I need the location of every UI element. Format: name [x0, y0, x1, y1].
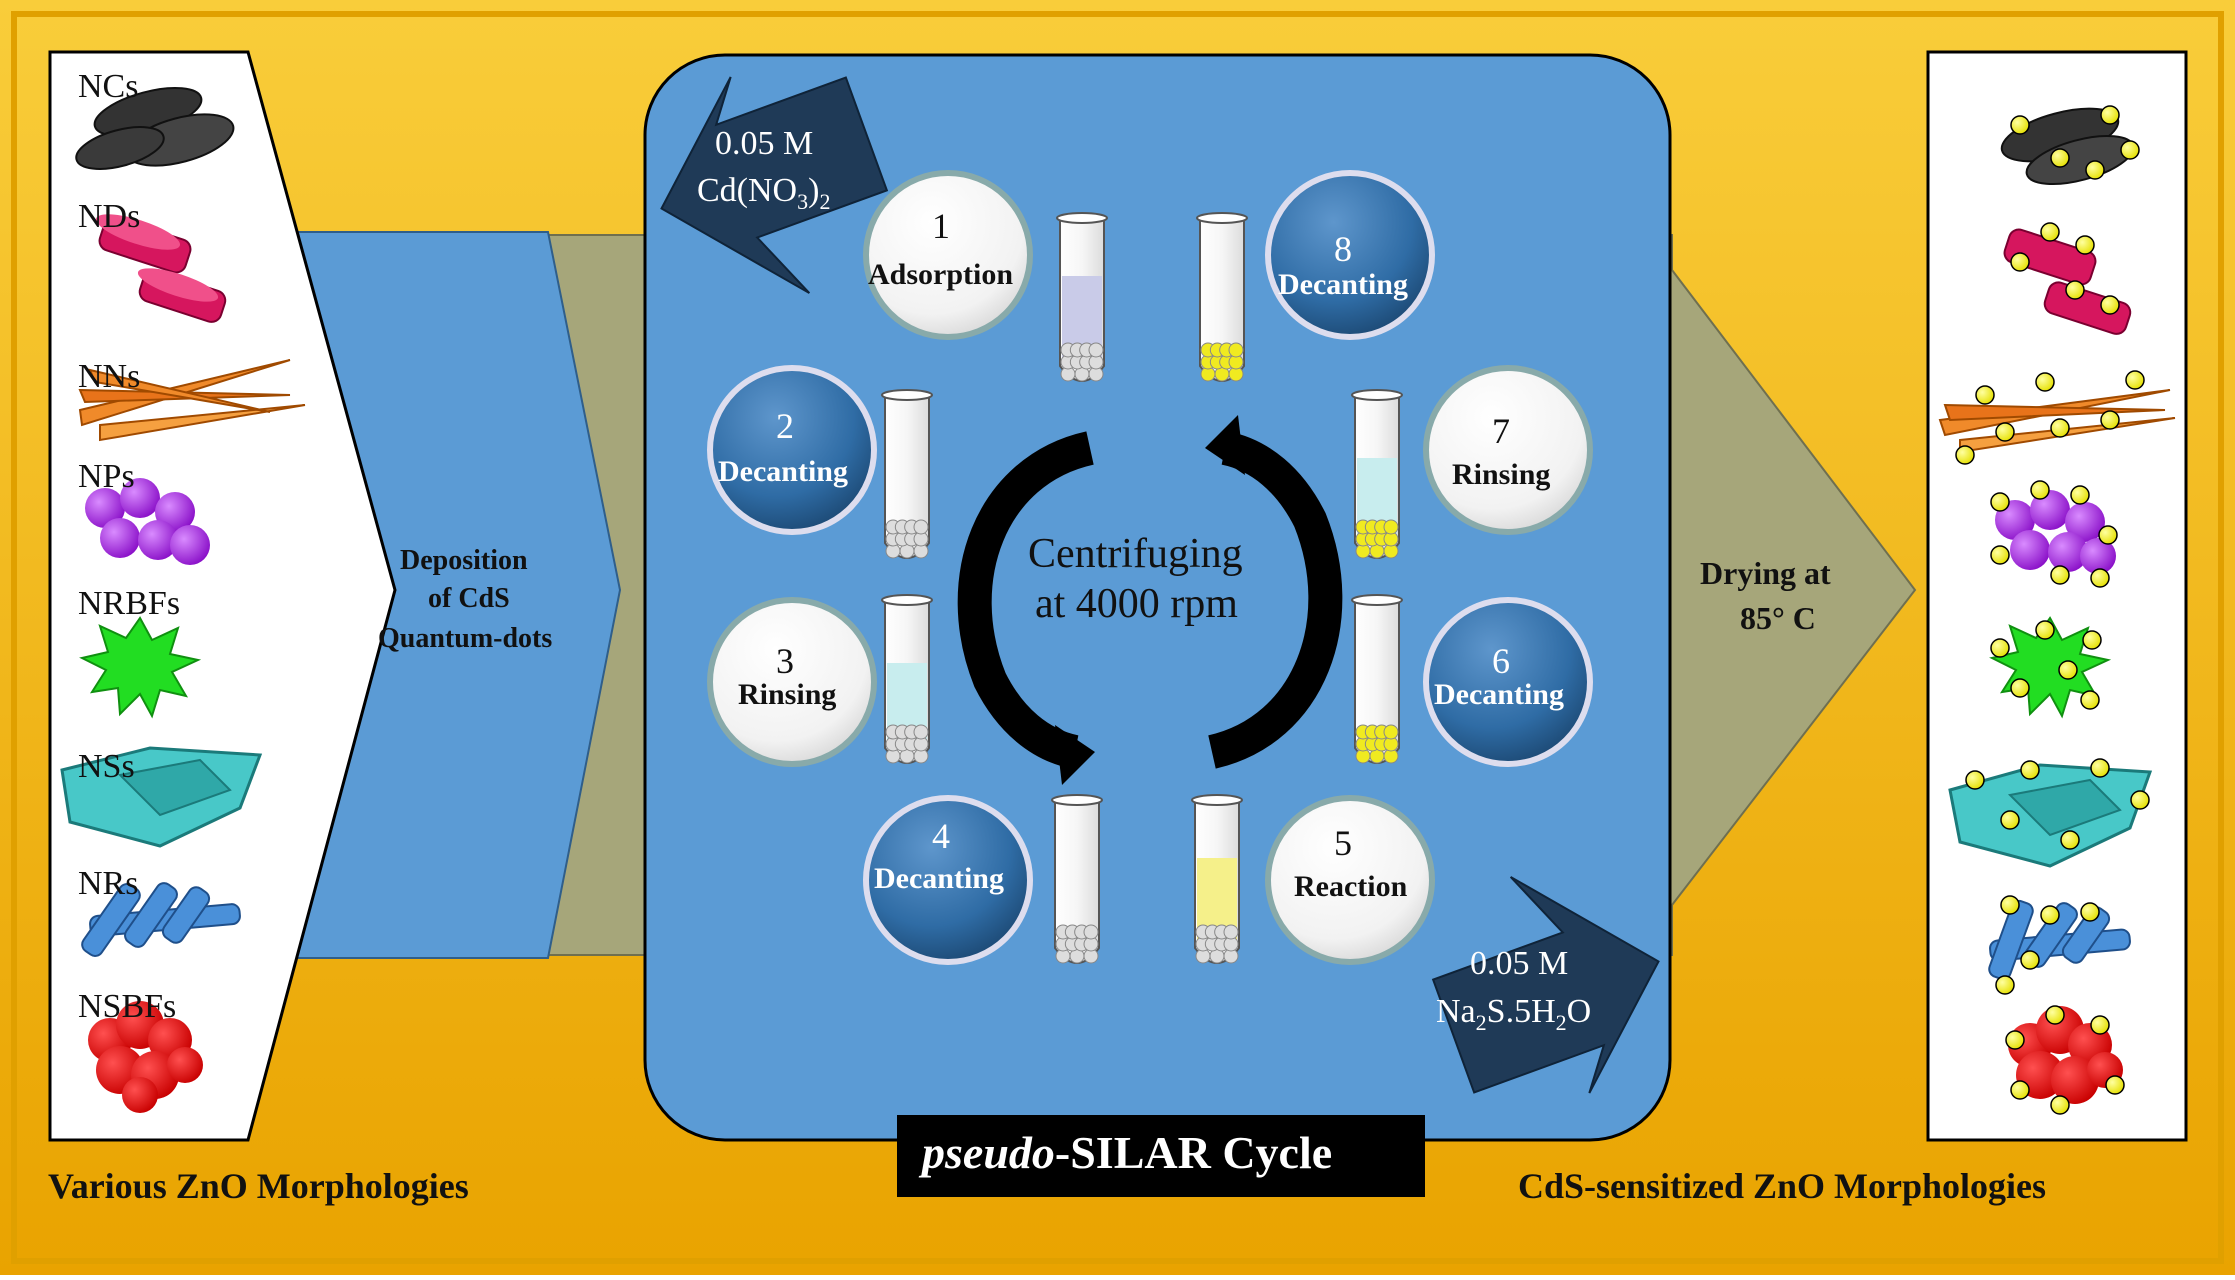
morph-label-nds: NDs: [78, 198, 141, 235]
nanodiscs-icon: [95, 214, 227, 323]
cycle-title: pseudo-SILAR Cycle: [922, 1127, 1333, 1178]
tube-step-6: [1351, 594, 1403, 764]
tube-step-2: [881, 389, 933, 559]
morph-label-nrbfs: NRBFs: [78, 585, 181, 622]
step-7-number: 7: [1492, 411, 1510, 451]
cds-nanoparticles-icon: [1990, 480, 2118, 588]
drying-line2: 85° C: [1740, 600, 1816, 636]
step-8: [1265, 170, 1435, 340]
centrifuging-line1: Centrifuging: [1028, 531, 1243, 577]
step-5-number: 5: [1334, 823, 1352, 863]
nanorods-icon: [81, 882, 241, 957]
cycle-arrows: [957, 415, 1343, 785]
cds-nanoneedles-icon: [1938, 370, 2176, 465]
nanoparticles-icon: [85, 478, 210, 565]
step-3-label: Rinsing: [738, 678, 837, 711]
tube-step-4: [1051, 794, 1103, 964]
step-4: [863, 795, 1033, 965]
step-2: [707, 365, 877, 535]
tube-step-1: [1056, 212, 1108, 382]
deposition-line1: Deposition: [400, 545, 528, 576]
step-8-label: Decanting: [1278, 268, 1408, 301]
nanosheets-icon: [60, 746, 263, 848]
cds-nanorods-icon: [1988, 895, 2131, 995]
tube-step-8: [1196, 212, 1248, 382]
reagent-out-arrow: [1431, 876, 1660, 1094]
step-6-label: Decanting: [1434, 678, 1564, 711]
step-1: [863, 170, 1033, 340]
step-4-label: Decanting: [874, 862, 1004, 895]
deposition-line3: Quantum-dots: [378, 623, 553, 654]
cds-nanodiscs-icon: [2003, 222, 2132, 335]
nanocubes-icon: [75, 87, 235, 170]
reagent-in-arrow: [660, 76, 889, 294]
step-4-number: 4: [932, 816, 950, 856]
morph-label-nsbfs: NSBFs: [78, 988, 177, 1025]
drying-line1: Drying at: [1700, 555, 1831, 591]
step-2-number: 2: [776, 406, 794, 446]
step-3: [707, 597, 877, 767]
step-3-number: 3: [776, 641, 794, 681]
left-caption: Various ZnO Morphologies: [48, 1166, 469, 1206]
morph-label-nns: NNs: [78, 358, 141, 395]
step-1-label: Adsorption: [868, 258, 1014, 291]
background-border: [11, 11, 2224, 1264]
tube-step-5: [1191, 794, 1243, 964]
morph-label-nrs: NRs: [78, 865, 139, 902]
reagent-in-formula: Cd(NO3)2: [697, 172, 831, 214]
step-8-number: 8: [1334, 229, 1352, 269]
left-morphology-panel: [48, 50, 397, 1142]
cds-nanosheets-icon: [1948, 758, 2153, 868]
reagent-in-line1: 0.05 M: [715, 125, 814, 162]
morph-label-nss: NSs: [78, 748, 135, 785]
reagent-out-line1: 0.05 M: [1470, 945, 1569, 982]
cds-nanosheet-bunch-flowers-icon: [2005, 1005, 2125, 1115]
step-5-label: Reaction: [1294, 870, 1408, 903]
right-morphology-panel: [1926, 50, 2188, 1142]
cds-nanocubes-icon: [2000, 105, 2140, 185]
tube-step-7: [1351, 389, 1403, 559]
cds-nanorod-bunch-flowers-icon: [1989, 616, 2112, 719]
step-7: [1423, 365, 1593, 535]
morph-label-ncs: NCs: [78, 68, 139, 105]
centrifuging-line2: at 4000 rpm: [1035, 581, 1238, 627]
deposition-line2: of CdS: [428, 583, 510, 614]
cycle-title-box: [897, 1115, 1425, 1197]
step-5: [1265, 795, 1435, 965]
reagent-out-formula: Na2S.5H2O: [1436, 993, 1592, 1035]
tube-step-3: [881, 594, 933, 764]
step-7-label: Rinsing: [1452, 458, 1551, 491]
morph-label-nps: NPs: [78, 458, 135, 495]
right-caption: CdS-sensitized ZnO Morphologies: [1518, 1166, 2047, 1206]
step-2-label: Decanting: [718, 455, 848, 488]
nanorod-bunch-flowers-icon: [79, 616, 202, 719]
nanoneedles-icon: [78, 359, 306, 442]
nanosheet-bunch-flowers-icon: [88, 1001, 203, 1113]
step-1-number: 1: [932, 206, 950, 246]
step-6: [1423, 597, 1593, 767]
step-6-number: 6: [1492, 641, 1510, 681]
